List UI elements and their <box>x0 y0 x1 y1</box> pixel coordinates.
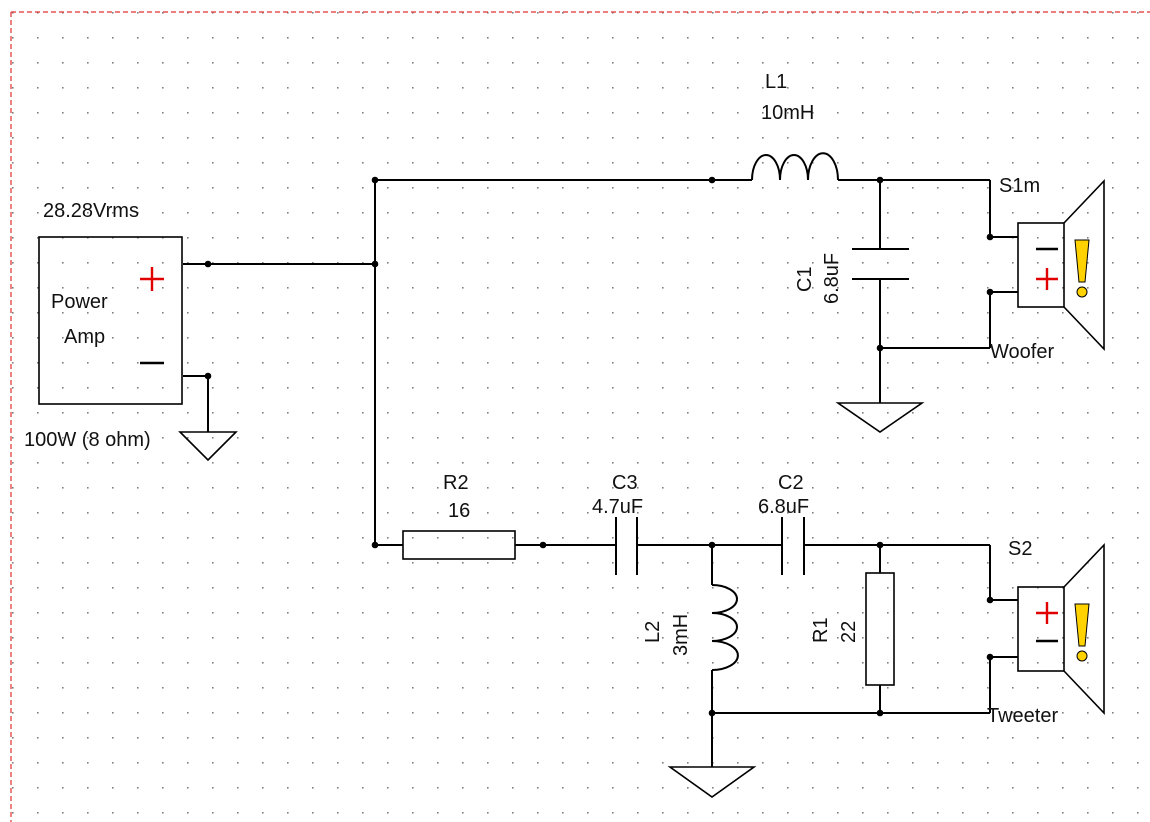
capacitor-c3[interactable]: C3 4.7uF <box>592 472 643 575</box>
power-amp-rating: 100W (8 ohm) <box>24 429 151 451</box>
l1-value: 10mH <box>761 102 814 124</box>
speaker-woofer[interactable]: S1m Woofer <box>990 175 1105 363</box>
capacitor-c2[interactable]: C2 6.8uF <box>758 472 809 575</box>
c3-value: 4.7uF <box>592 496 643 518</box>
inductor-l2[interactable]: L2 3mH <box>642 584 739 671</box>
plus-icon <box>140 267 164 291</box>
l2-coil <box>711 584 739 671</box>
woofer-name: Woofer <box>990 341 1054 363</box>
tweeter-ref: S2 <box>1008 538 1032 560</box>
l1-ref: L1 <box>765 71 787 93</box>
ground-icon <box>178 431 238 462</box>
c3-ref: C3 <box>612 472 638 494</box>
junction-dots <box>204 176 994 717</box>
l1-coil <box>751 152 839 181</box>
tweeter-name: Tweeter <box>987 705 1058 727</box>
capacitor-c1[interactable]: C1 6.8uF <box>794 248 909 304</box>
ground-icon <box>667 766 757 798</box>
r1-ref: R1 <box>810 617 832 643</box>
c2-value: 6.8uF <box>758 496 809 518</box>
resistor-r1[interactable]: R1 22 <box>810 572 895 686</box>
page-border <box>10 11 1150 822</box>
speaker-tweeter[interactable]: S2 Tweeter <box>987 538 1105 727</box>
r1-body <box>865 572 895 686</box>
power-amp-name-line2: Amp <box>64 326 105 348</box>
c1-ref: C1 <box>794 266 816 292</box>
warning-icon <box>1074 603 1090 662</box>
power-amp-voltage: 28.28Vrms <box>43 200 139 222</box>
power-amp-name-line1: Power <box>51 291 108 313</box>
r2-value: 16 <box>448 500 470 522</box>
r2-ref: R2 <box>443 472 469 494</box>
speaker-icon <box>1017 179 1105 351</box>
woofer-ref: S1m <box>999 175 1040 197</box>
inductor-l1[interactable]: L1 10mH <box>751 71 839 181</box>
l2-value: 3mH <box>670 614 692 656</box>
c2-ref: C2 <box>778 472 804 494</box>
c1-value: 6.8uF <box>821 253 843 304</box>
speaker-icon <box>1017 543 1105 715</box>
plus-icon <box>1036 602 1058 624</box>
warning-icon <box>1074 239 1090 298</box>
power-amp[interactable]: Power Amp 28.28Vrms 100W (8 ohm) <box>24 200 183 451</box>
wires <box>183 179 1018 767</box>
power-amp-body <box>38 236 183 405</box>
r1-value: 22 <box>838 621 860 643</box>
ground-icon <box>835 402 925 433</box>
resistor-r2[interactable]: R2 16 <box>402 472 516 560</box>
l2-ref: L2 <box>642 621 664 643</box>
plus-icon <box>1036 268 1058 290</box>
r2-body <box>402 530 516 560</box>
